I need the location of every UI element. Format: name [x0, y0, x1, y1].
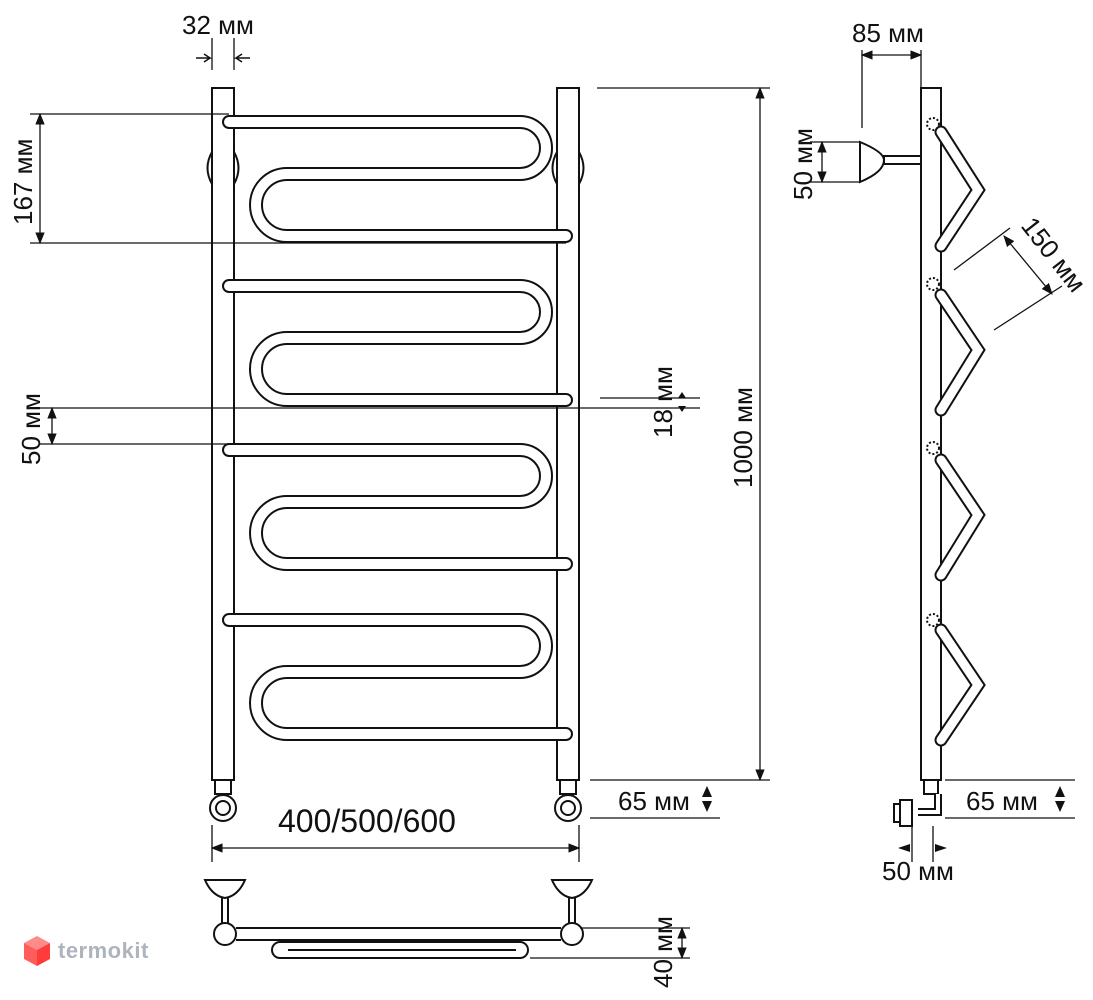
- brand-name: termokit: [58, 938, 149, 963]
- dimension-arrowheads: [196, 53, 1065, 852]
- dim-tube-diameter: 18 мм: [648, 366, 678, 438]
- dim-step-height: 167 мм: [8, 139, 38, 225]
- top-view: [203, 879, 594, 959]
- dim-width-options: 400/500/600: [278, 803, 456, 839]
- dim-top-spacing: 32 мм: [182, 10, 254, 40]
- dim-connection-side: 65 мм: [966, 786, 1038, 816]
- dim-total-height: 1000 мм: [728, 387, 758, 488]
- dim-connection-front: 65 мм: [618, 786, 690, 816]
- brand-logo: termokit: [22, 934, 149, 968]
- side-view: [859, 87, 986, 827]
- dim-top-view-depth: 40 мм: [648, 916, 678, 988]
- cube-logo-icon: [24, 936, 50, 966]
- dim-side-offset: 85 мм: [852, 18, 924, 48]
- right-post: [556, 87, 580, 781]
- bottom-connections: [209, 779, 582, 822]
- left-post: [211, 87, 235, 781]
- dim-bottom-offset: 50 мм: [882, 856, 954, 886]
- dim-bend-depth: 150 мм: [1015, 211, 1092, 298]
- serpentine-tube: [222, 115, 573, 741]
- dim-bar-gap: 50 мм: [16, 393, 46, 465]
- dim-wall-mount: 50 мм: [788, 128, 818, 200]
- front-view: [206, 87, 585, 822]
- dimension-lines: [30, 38, 1075, 960]
